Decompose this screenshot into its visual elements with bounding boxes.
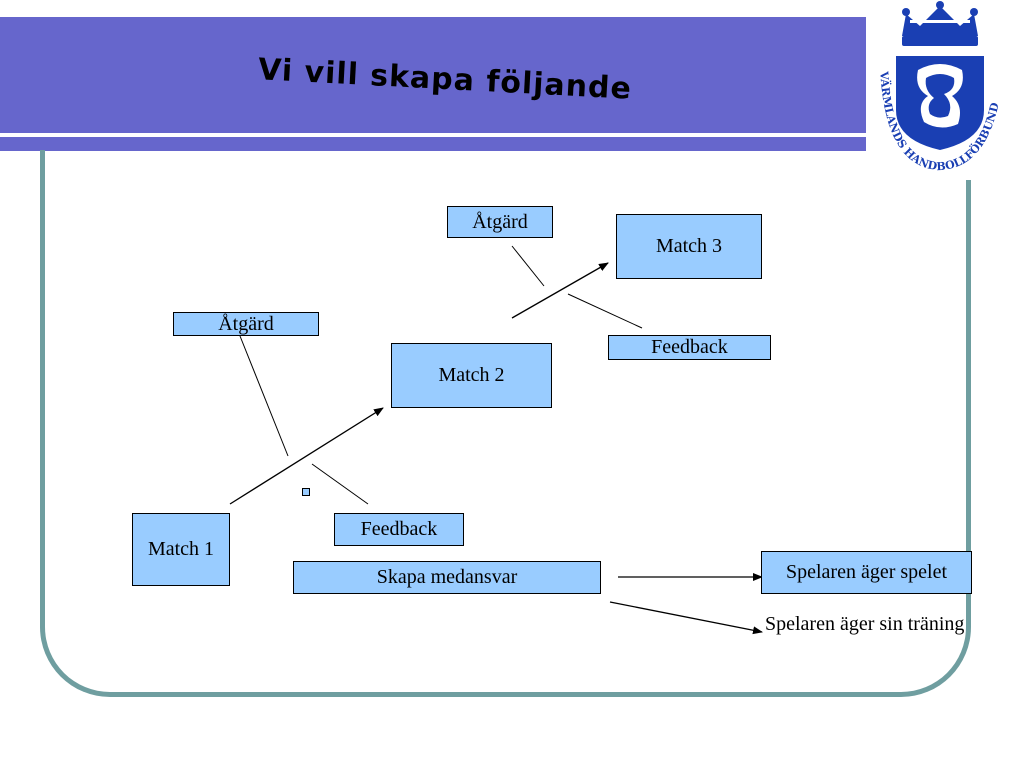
line-feedback1 bbox=[311, 463, 369, 505]
arrow-to-spelaren-traning bbox=[609, 601, 763, 635]
match-1-box: Match 1 bbox=[132, 513, 230, 586]
atgard-box-2: Åtgärd bbox=[447, 206, 553, 238]
header-band bbox=[0, 17, 866, 133]
logo: VÄRMLANDS HANDBOLLFÖRBUND bbox=[866, 0, 1016, 180]
line-feedback2 bbox=[567, 293, 643, 329]
spelaren-traning-text: Spelaren äger sin träning bbox=[765, 613, 965, 635]
lion-icon bbox=[896, 56, 984, 150]
match-2-box: Match 2 bbox=[391, 343, 552, 408]
small-square bbox=[302, 488, 310, 496]
skapa-medansvar-box: Skapa medansvar bbox=[293, 561, 601, 594]
slide-frame bbox=[40, 150, 971, 697]
header-stripe bbox=[0, 137, 866, 151]
line-atgard1 bbox=[239, 335, 289, 457]
arrow-match1-to-match2 bbox=[229, 407, 384, 505]
feedback-box-1: Feedback bbox=[334, 513, 464, 546]
match-3-box: Match 3 bbox=[616, 214, 762, 279]
spelaren-spelet-box: Spelaren äger spelet bbox=[761, 551, 972, 594]
line-atgard2 bbox=[511, 245, 545, 287]
feedback-box-2: Feedback bbox=[608, 335, 771, 360]
atgard-box-1: Åtgärd bbox=[173, 312, 319, 336]
crown-icon bbox=[902, 1, 978, 46]
arrow-match2-to-match3 bbox=[511, 262, 609, 319]
